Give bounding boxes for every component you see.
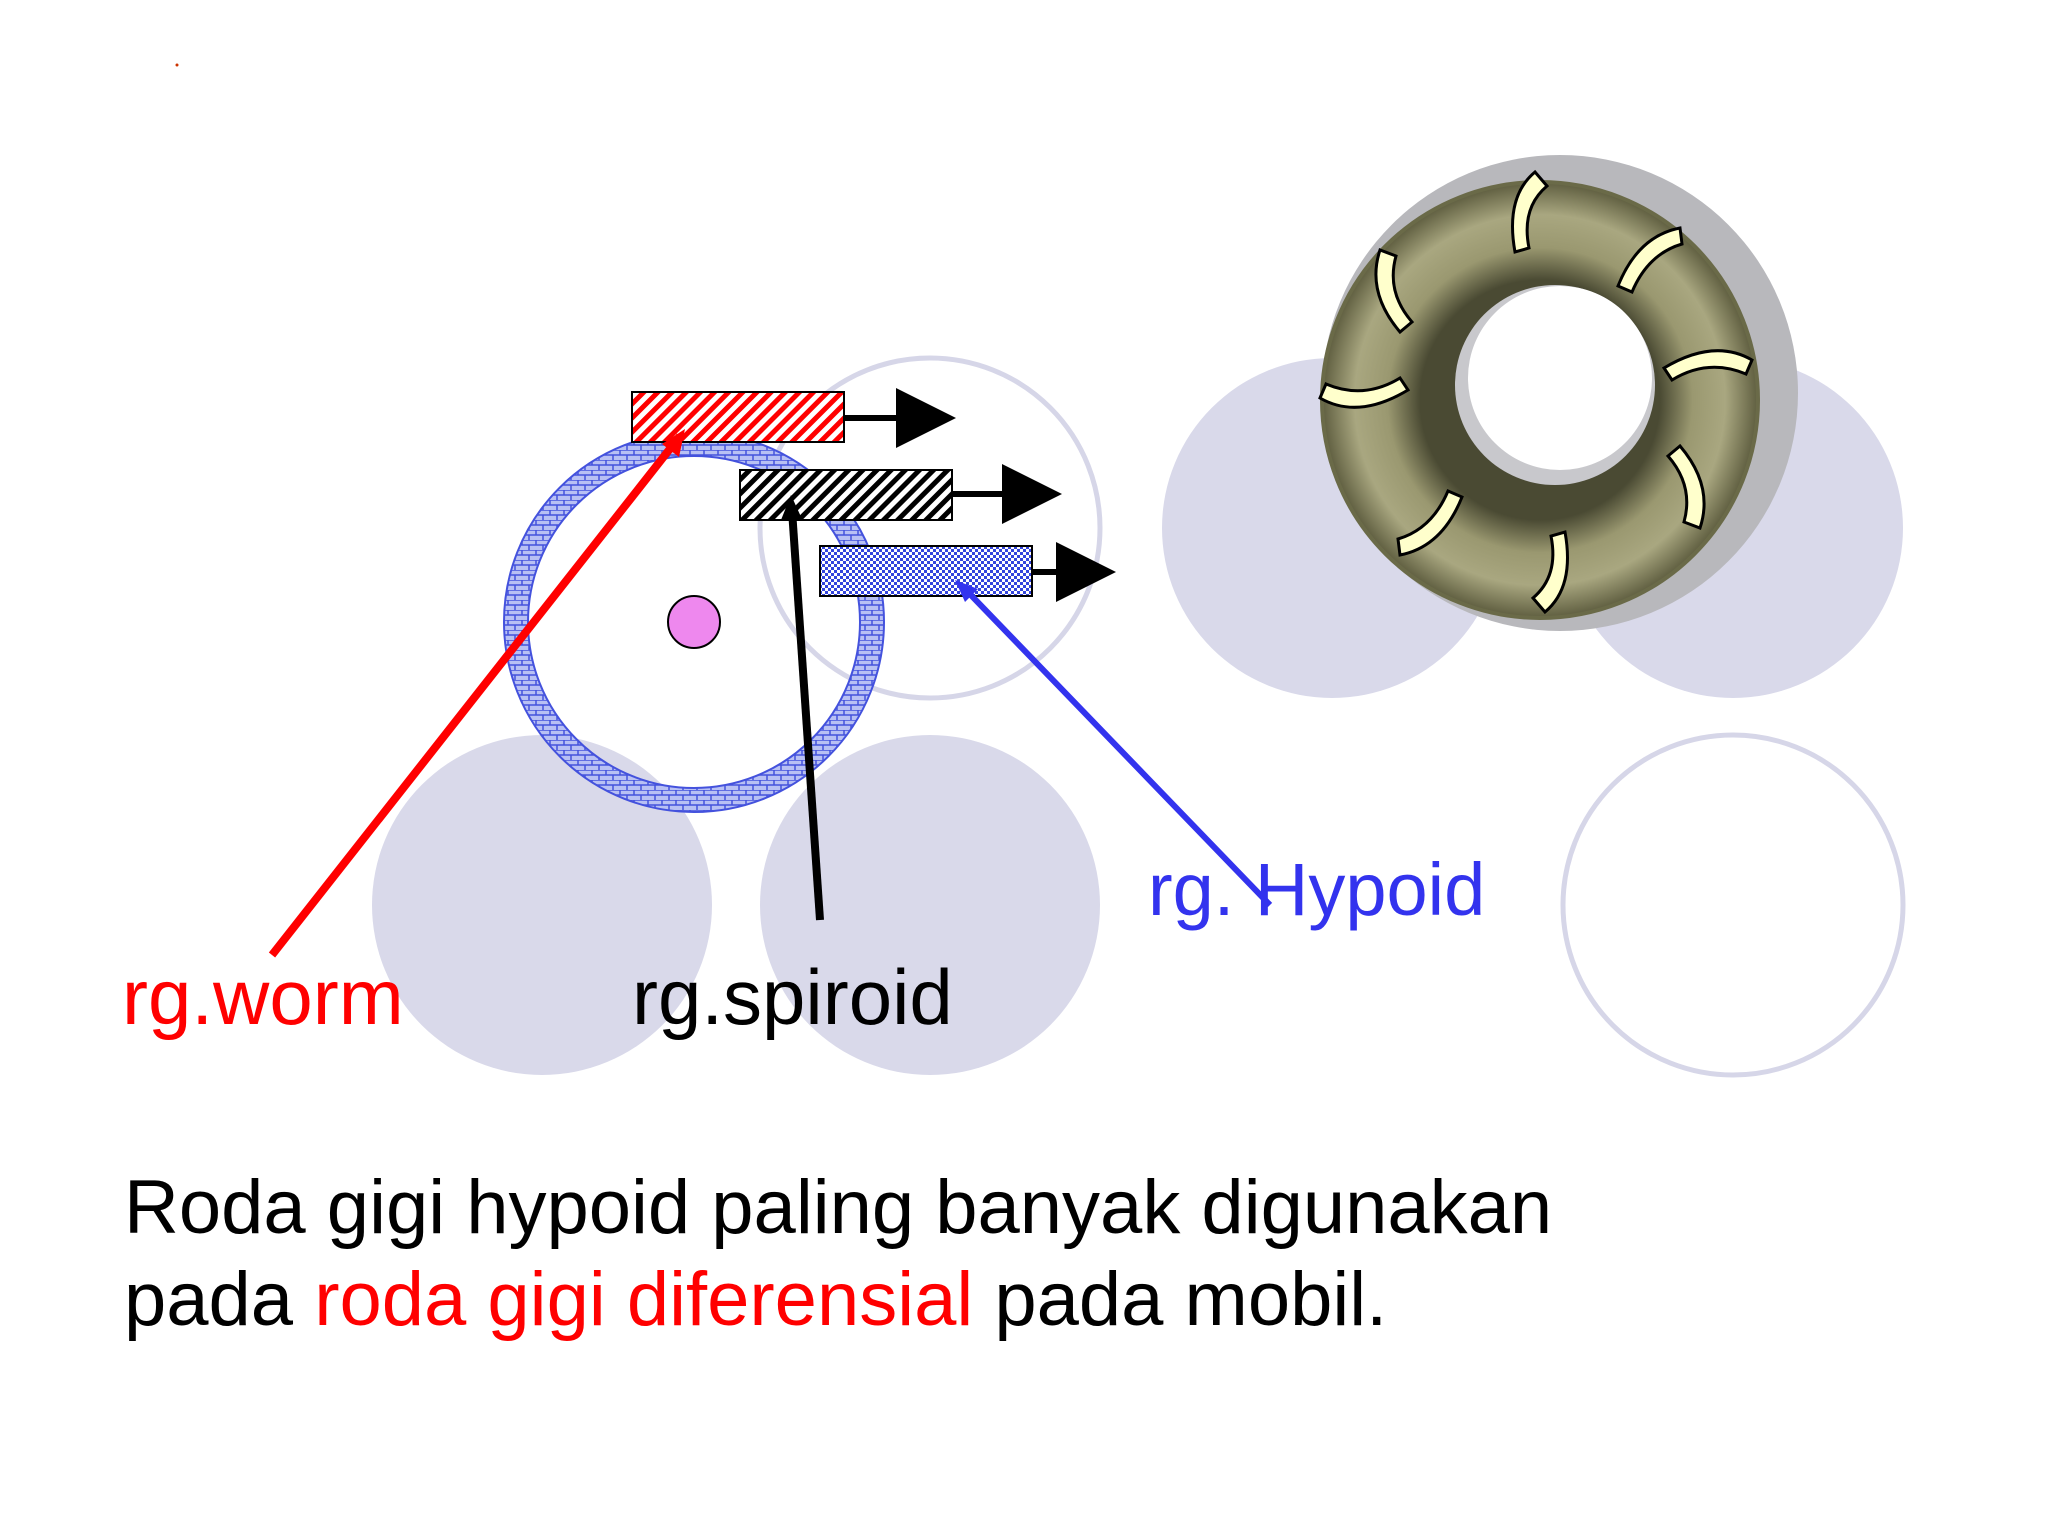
gear-tooth-7 bbox=[1318, 375, 1411, 409]
caption: Roda gigi hypoid paling banyak digunakan… bbox=[124, 1162, 1552, 1346]
caption-line-1: Roda gigi hypoid paling banyak digunakan bbox=[124, 1165, 1553, 1250]
bg-circle-filled-mid bbox=[760, 735, 1100, 1075]
label-hypoid: rg. Hypoid bbox=[1148, 848, 1486, 931]
racks bbox=[631, 388, 1116, 602]
label-spiroid: rg.spiroid bbox=[632, 953, 953, 1041]
gear-tooth-6 bbox=[1396, 489, 1464, 557]
torus-gear-image bbox=[1318, 155, 1798, 631]
label-worm: rg.worm bbox=[122, 953, 404, 1041]
gear-tooth-5 bbox=[1530, 530, 1569, 615]
rack-worm bbox=[631, 391, 845, 443]
gear-center-dot bbox=[667, 595, 721, 649]
bg-circle-outline-top bbox=[757, 355, 1103, 701]
corner-dot bbox=[175, 63, 179, 67]
caption-line-2: pada roda gigi diferensial pada mobil. bbox=[124, 1257, 1388, 1342]
worm-pointer bbox=[268, 433, 684, 958]
caption-highlight: roda gigi diferensial bbox=[314, 1257, 974, 1342]
gear-tooth-1 bbox=[1511, 169, 1550, 254]
bg-circle-filled-left bbox=[372, 735, 712, 1075]
bg-circle-outline-bottom-right bbox=[1560, 732, 1906, 1078]
rack-hypoid bbox=[819, 545, 1033, 597]
gear-tooth-4 bbox=[1665, 443, 1706, 530]
gear-tooth-3 bbox=[1661, 349, 1754, 383]
spiroid-pointer bbox=[788, 509, 824, 921]
hypoid-pointer bbox=[963, 587, 1273, 908]
gear-tooth-8 bbox=[1374, 248, 1415, 335]
gear-wheel bbox=[503, 431, 885, 813]
rack-spiroid bbox=[739, 469, 953, 521]
gear-tooth-2 bbox=[1616, 226, 1684, 294]
pointer-lines bbox=[268, 429, 1273, 958]
